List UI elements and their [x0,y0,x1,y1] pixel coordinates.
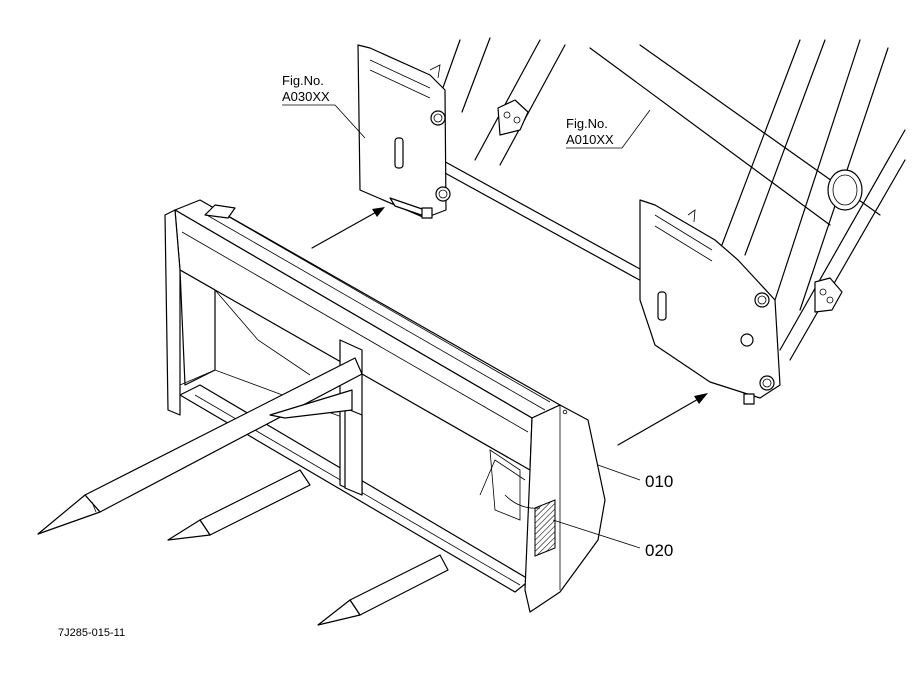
left-quick-attach-bracket [357,44,451,219]
loader-arms [434,37,906,361]
part-label-020: 020 [645,541,673,560]
slot-icon [394,137,404,169]
part-leaders [552,464,641,549]
spears [37,357,449,626]
drawing-code: 7J285-015-11 [58,627,125,639]
figure-callout-leaders [282,104,651,149]
right-quick-attach-bracket [639,199,781,405]
cross-tube [417,147,666,295]
arm-bracket-left [497,99,529,136]
attach-arrows [311,207,708,446]
spear-tip-icon [167,519,211,541]
arm-bracket-right [814,277,843,313]
decal-020 [504,494,556,557]
spear-tip-icon [317,599,361,626]
slot-icon [657,291,667,321]
figure-ref-a030-line1: Fig.No. [282,73,324,88]
figure-ref-a010-line2: A010XX [566,132,614,147]
spear-tip-icon [37,494,101,535]
figure-ref-a030-line2: A030XX [282,89,330,104]
figure-ref-a010-line1: Fig.No. [566,116,608,131]
arrow-head-icon [372,207,385,217]
arrow-head-icon [694,393,708,404]
part-label-010: 010 [645,472,673,491]
